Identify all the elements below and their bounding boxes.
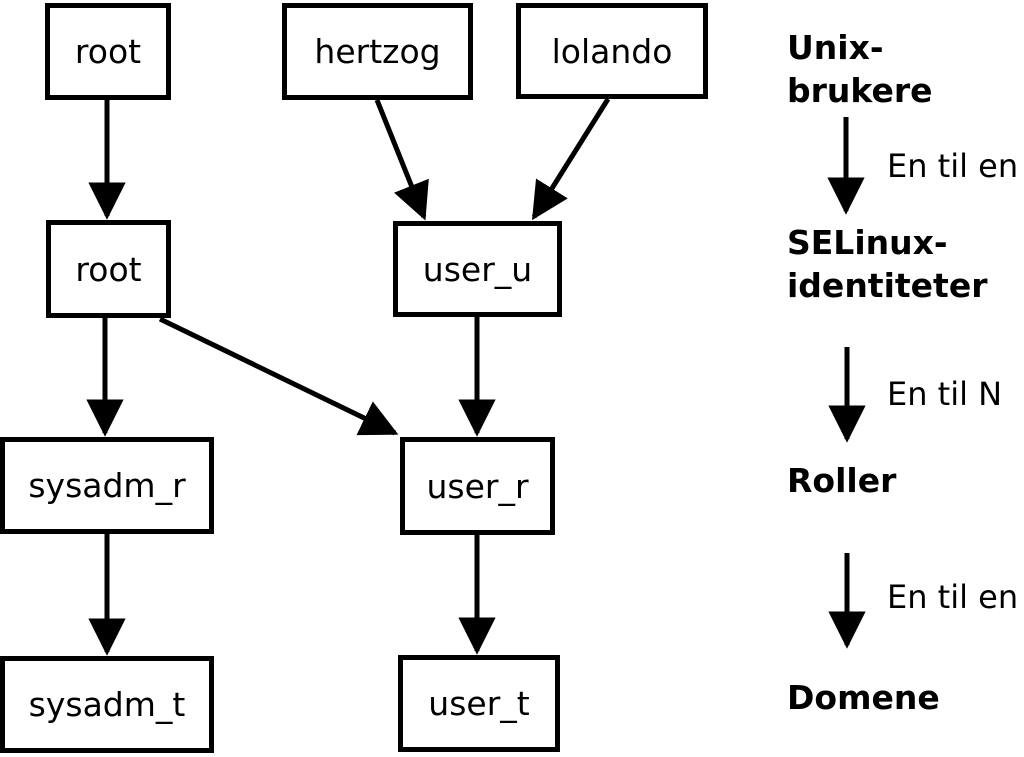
arrow-lolando-to-user-u bbox=[531, 97, 611, 221]
arrow-root-to-user-r bbox=[158, 316, 399, 436]
node-label: user_u bbox=[422, 249, 533, 289]
node-unix-user-hertzog: hertzog bbox=[282, 3, 473, 100]
node-selinux-id-root: root bbox=[46, 220, 171, 318]
legend-mapping-one-to-one-1: En til en bbox=[887, 147, 1019, 185]
node-unix-user-root: root bbox=[45, 3, 171, 100]
node-domain-user-t: user_t bbox=[398, 655, 560, 752]
legend-roles: Roller bbox=[787, 461, 897, 500]
legend-selinux-identities: SELinux- identiteter bbox=[787, 223, 988, 305]
node-label: root bbox=[74, 32, 142, 71]
node-role-user-r: user_r bbox=[400, 437, 555, 535]
node-domain-sysadm-t: sysadm_t bbox=[0, 656, 214, 753]
node-selinux-id-user-u: user_u bbox=[393, 221, 562, 317]
node-label: lolando bbox=[551, 31, 673, 71]
legend-mapping-one-to-one-2: En til en bbox=[887, 578, 1019, 616]
node-label: sysadm_r bbox=[28, 466, 186, 505]
arrow-hertzog-to-user-u bbox=[374, 99, 429, 221]
node-label: user_t bbox=[428, 684, 530, 723]
legend-unix-users: Unix-brukere bbox=[787, 28, 933, 110]
legend-domains: Domene bbox=[787, 678, 940, 717]
node-label: hertzog bbox=[314, 32, 441, 71]
node-label: sysadm_t bbox=[28, 685, 186, 724]
node-label: user_r bbox=[426, 466, 529, 506]
node-label: root bbox=[75, 249, 142, 289]
legend-mapping-one-to-n: En til N bbox=[887, 375, 1003, 413]
node-unix-user-lolando: lolando bbox=[516, 3, 708, 99]
node-role-sysadm-r: sysadm_r bbox=[0, 437, 214, 534]
